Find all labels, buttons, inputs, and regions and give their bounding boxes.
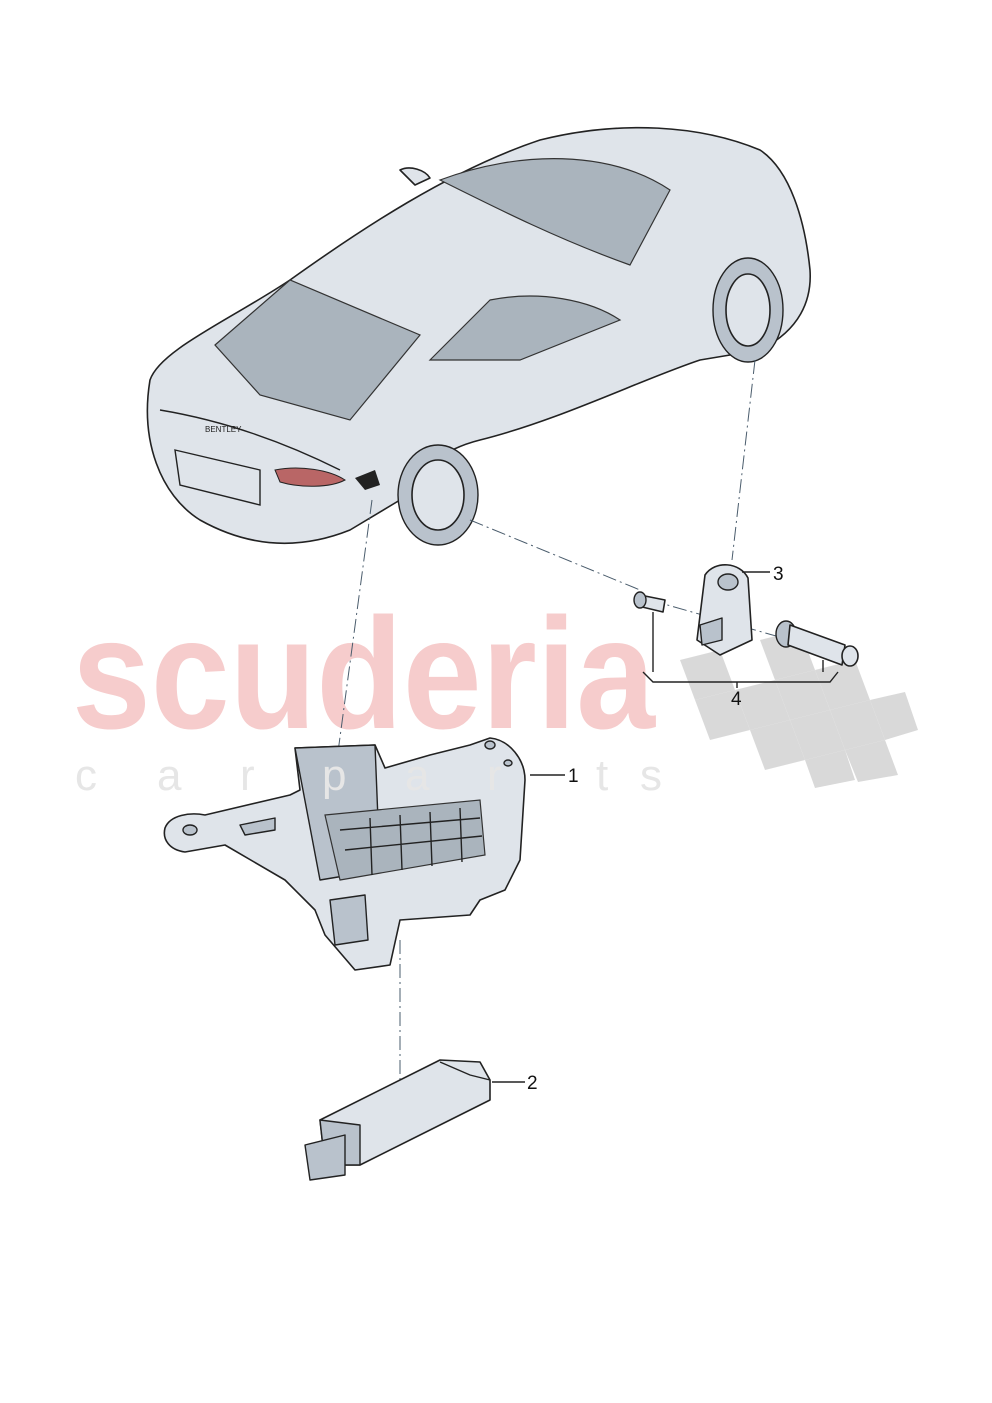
watermark-subtitle: c a r p a r t s bbox=[75, 751, 662, 800]
callout-3[interactable]: 3 bbox=[773, 564, 784, 585]
svg-text:p: p bbox=[322, 751, 346, 800]
callout-1[interactable]: 1 bbox=[568, 766, 579, 787]
valve-stem bbox=[775, 620, 859, 667]
callout-2[interactable]: 2 bbox=[527, 1073, 538, 1094]
watermark: scuderia bbox=[72, 586, 918, 788]
bracket-cage bbox=[324, 799, 486, 881]
car-badge: BENTLEY bbox=[205, 425, 242, 434]
callout-4[interactable]: 4 bbox=[731, 689, 742, 710]
antenna bbox=[399, 167, 431, 186]
svg-text:r: r bbox=[487, 751, 502, 800]
tyre-pressure-sensor bbox=[696, 564, 753, 656]
car-illustration: BENTLEY bbox=[146, 126, 811, 546]
svg-text:s: s bbox=[640, 751, 662, 800]
svg-text:r: r bbox=[240, 751, 255, 800]
tail-light bbox=[274, 467, 346, 487]
screw bbox=[633, 591, 666, 613]
watermark-brand: scuderia bbox=[72, 586, 656, 762]
rear-window bbox=[214, 279, 421, 421]
bracket bbox=[163, 737, 526, 971]
svg-text:a: a bbox=[405, 751, 430, 800]
windshield bbox=[438, 158, 671, 266]
sensor-location-marker bbox=[355, 470, 380, 490]
svg-text:c: c bbox=[75, 751, 97, 800]
control-module bbox=[304, 1059, 491, 1181]
checkered-flag-logo bbox=[680, 630, 918, 788]
side-window bbox=[428, 295, 622, 361]
connector bbox=[304, 1134, 346, 1181]
svg-text:a: a bbox=[157, 751, 182, 800]
svg-text:t: t bbox=[596, 751, 608, 800]
